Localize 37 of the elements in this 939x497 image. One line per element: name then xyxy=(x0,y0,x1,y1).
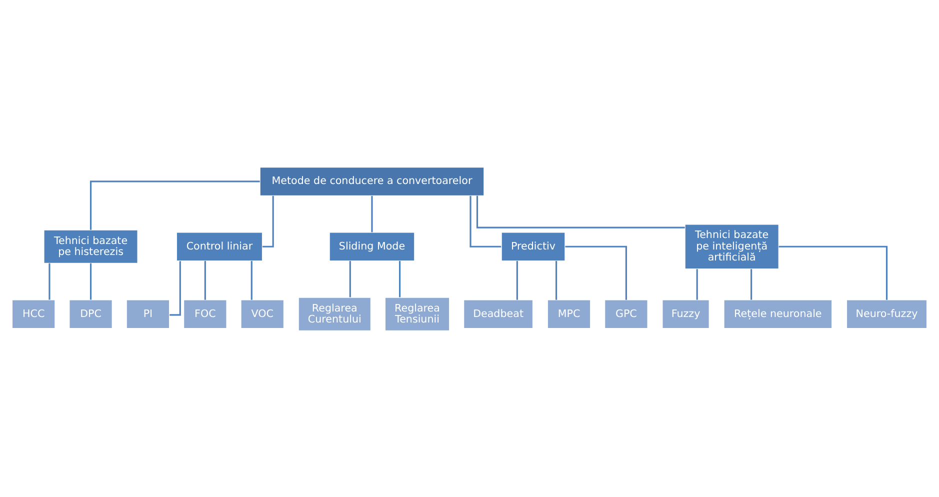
connector xyxy=(778,245,888,300)
node-box: Control liniar xyxy=(176,231,263,261)
node-box: Deadbeat xyxy=(463,298,534,328)
node-box: MPC xyxy=(547,298,591,328)
node-box: Sliding Mode xyxy=(329,231,415,261)
node-box: DPC xyxy=(68,298,113,328)
node-box: Tehnici bazate pe histerezis xyxy=(44,229,138,264)
node-box: Reglarea Tensiunii xyxy=(384,296,450,331)
node-box: PI xyxy=(126,298,170,328)
connector xyxy=(262,195,274,247)
connector xyxy=(90,180,260,230)
node-box: GPC xyxy=(604,298,648,328)
connector xyxy=(371,195,373,232)
connector xyxy=(204,260,206,300)
connector xyxy=(250,260,252,300)
connector xyxy=(516,260,518,300)
node-box: Neuro-fuzzy xyxy=(846,298,928,328)
connector xyxy=(90,262,92,300)
connector xyxy=(750,268,752,300)
node-box: Metode de conducere a convertoarelor xyxy=(260,166,484,196)
connector xyxy=(399,260,401,297)
connector xyxy=(565,245,627,300)
node-box: VOC xyxy=(240,298,284,328)
node-box: Predictiv xyxy=(501,231,566,261)
node-box: Rețele neuronale xyxy=(724,298,832,328)
node-box: Reglarea Curentului xyxy=(298,296,372,331)
node-box: HCC xyxy=(12,298,56,328)
connector xyxy=(48,262,50,300)
connector xyxy=(556,260,558,300)
node-box: Fuzzy xyxy=(662,298,710,328)
node-box: Tehnici bazate pe inteligență artificială xyxy=(684,223,780,269)
connector xyxy=(349,260,351,297)
connector xyxy=(170,260,181,316)
node-box: FOC xyxy=(183,298,228,328)
connector xyxy=(476,195,685,228)
connector xyxy=(696,268,698,300)
connector xyxy=(470,195,502,247)
